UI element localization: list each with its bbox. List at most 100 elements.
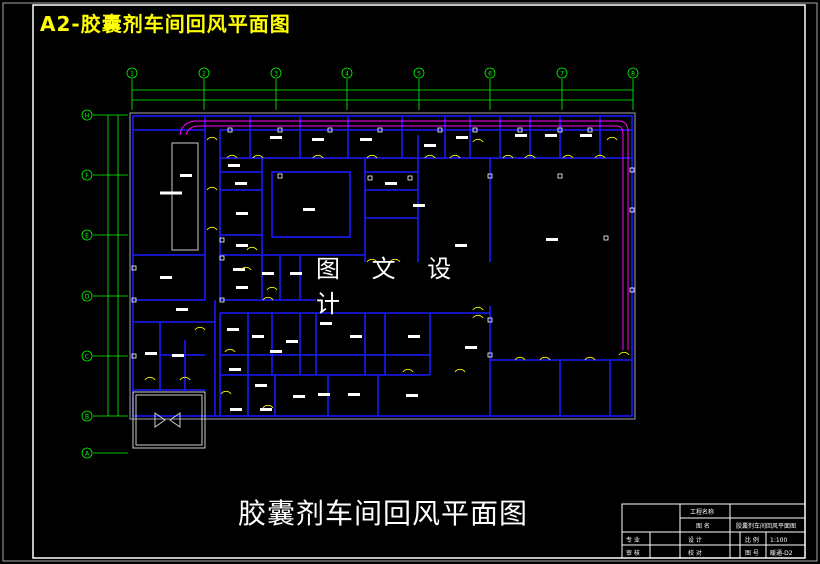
vent-marker — [603, 235, 609, 241]
door-swing — [584, 356, 596, 361]
room-label-bar — [236, 286, 248, 289]
room-label-bar — [293, 395, 305, 398]
room-label-bar — [406, 394, 418, 397]
column-axis-bubble — [270, 67, 282, 79]
column-axis-label: 8 — [631, 71, 635, 78]
room-label-bar — [318, 393, 330, 396]
return-air-vents — [131, 127, 635, 359]
vent-marker — [629, 167, 635, 173]
room-label-bar — [172, 354, 184, 357]
column-axis-label: 6 — [488, 71, 492, 78]
room-label-bar — [252, 335, 264, 338]
room-label-bar — [270, 136, 282, 139]
door-swing — [179, 376, 191, 381]
room-label-bar — [229, 368, 241, 371]
row-axis-label: B — [85, 414, 89, 421]
room-label-bar — [227, 328, 239, 331]
vent-marker — [131, 353, 137, 359]
column-axis-label: 7 — [560, 71, 564, 78]
tb-drawing-name-label: 图 名 — [696, 522, 710, 530]
column-axis-label: 1 — [130, 71, 134, 78]
vent-marker — [437, 127, 443, 133]
room-label-bar — [545, 134, 557, 137]
door-swing — [194, 326, 206, 331]
room-label-bar — [312, 138, 324, 141]
door-swing — [206, 136, 218, 141]
room-label-bar — [408, 335, 420, 338]
door-swing — [524, 154, 536, 159]
door-swing — [246, 246, 258, 251]
door-swing — [618, 351, 630, 356]
row-axis-label: D — [85, 294, 90, 301]
room-label-bar — [350, 335, 362, 338]
row-axis-bubble — [81, 229, 93, 241]
room-label-bar — [515, 134, 527, 137]
room-label-bar — [255, 384, 267, 387]
tb-project: 工程名称 — [690, 508, 714, 516]
column-axis-label: 3 — [274, 71, 278, 78]
room-label-bar — [385, 182, 397, 185]
column-axis-bubble — [198, 67, 210, 79]
room-label-bar — [456, 136, 468, 139]
door-swing — [472, 138, 484, 143]
top-dimension-lines — [132, 89, 633, 101]
tb-scale: 1:100 — [770, 537, 787, 544]
drawing-caption: 胶囊剂车间回风平面图 — [238, 497, 529, 530]
room-label-bar — [413, 204, 425, 207]
room-label-bar — [270, 350, 282, 353]
vent-marker — [472, 127, 478, 133]
tb-drawing-name: 胶囊剂车间回风平面图 — [736, 522, 796, 530]
row-axis-bubble — [81, 290, 93, 302]
room-label-bar — [228, 164, 240, 167]
door-swing — [402, 368, 414, 373]
door-swing — [502, 154, 514, 159]
door-swing — [514, 356, 526, 361]
room-label-bar — [546, 238, 558, 241]
door-swing — [472, 306, 484, 311]
tb-drawing-no: 暖通-D2 — [770, 549, 793, 557]
door-swing — [606, 136, 618, 141]
column-axis-label: 4 — [345, 71, 349, 78]
row-axis-label: C — [85, 354, 89, 361]
column-axis-bubble — [341, 67, 353, 79]
room-label-bar — [455, 244, 467, 247]
tb-reviewer-label: 审 核 — [626, 549, 640, 557]
vent-marker — [487, 317, 493, 323]
room-label-bar — [145, 352, 157, 355]
vent-marker — [277, 127, 283, 133]
tb-specialty-label: 专 业 — [626, 536, 640, 544]
left-dimension-lines — [107, 115, 119, 416]
room-label-bar — [180, 174, 192, 177]
vent-marker — [517, 127, 523, 133]
door-swing — [562, 154, 574, 159]
column-axis-bubble — [484, 67, 496, 79]
vent-marker — [377, 127, 383, 133]
doors — [144, 136, 630, 409]
door-swing — [206, 186, 218, 191]
door-swing — [224, 348, 236, 353]
room-label-bar — [233, 268, 245, 271]
column-axis-bubble — [126, 67, 138, 79]
room-label-bar — [236, 244, 248, 247]
door-swing — [472, 314, 484, 319]
vent-marker — [367, 175, 373, 181]
title-block — [621, 503, 806, 559]
door-swing — [206, 226, 218, 231]
vent-marker — [557, 127, 563, 133]
row-axis-label: H — [85, 113, 90, 120]
vent-marker — [131, 297, 137, 303]
vent-marker — [487, 352, 493, 358]
vent-marker — [219, 255, 225, 261]
row-axis-bubble — [81, 410, 93, 422]
room-label-bar — [580, 134, 592, 137]
door-swing — [266, 286, 278, 291]
room-label-bar — [160, 276, 172, 279]
vent-marker — [407, 175, 413, 181]
vent-marker — [487, 173, 493, 179]
return-air-duct — [179, 120, 629, 350]
door-swing — [312, 154, 324, 159]
room-label-bar — [286, 340, 298, 343]
door-swing — [252, 154, 264, 159]
door-swing — [366, 258, 378, 263]
